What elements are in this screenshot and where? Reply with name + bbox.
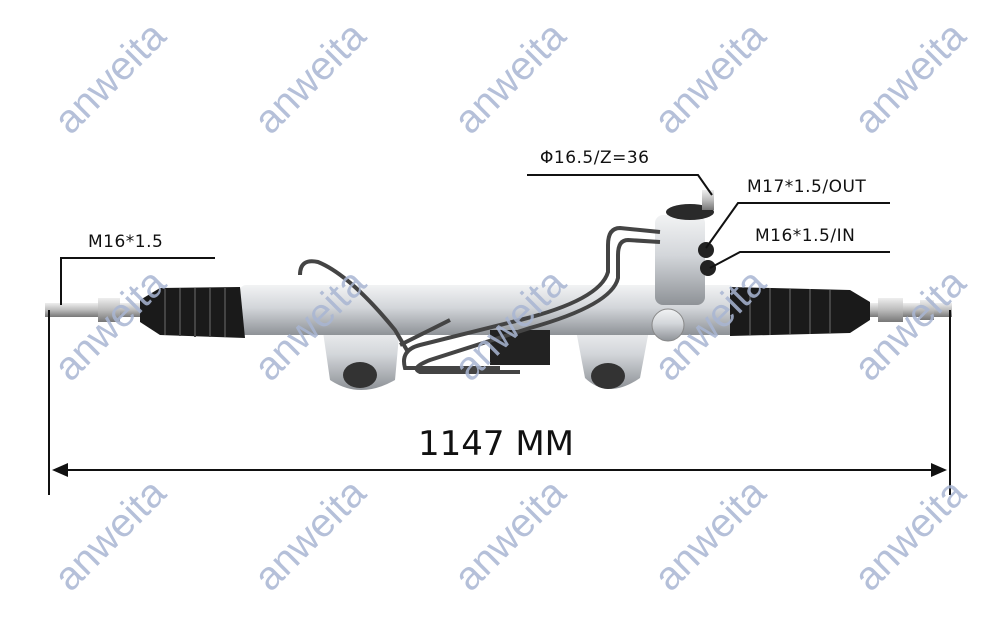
hydraulic-pipes	[298, 225, 661, 374]
in-port-label: M16*1.5/IN	[755, 226, 856, 246]
left-thread-label: M16*1.5	[88, 232, 164, 252]
left-boot	[140, 287, 245, 338]
mount-right	[575, 325, 650, 389]
right-tie-rod	[860, 298, 952, 322]
pinion-label: Φ16.5/Z=36	[540, 148, 650, 168]
length-dimension-label: 1147 MM	[418, 424, 575, 464]
valve-housing	[651, 190, 716, 342]
arrow-right-icon	[931, 463, 947, 477]
arrow-left-icon	[52, 463, 68, 477]
annotation-lines	[48, 174, 951, 495]
out-port-label: M17*1.5/OUT	[747, 177, 867, 197]
mount-left	[322, 325, 400, 390]
left-tie-rod	[45, 298, 145, 322]
right-boot	[730, 287, 870, 336]
